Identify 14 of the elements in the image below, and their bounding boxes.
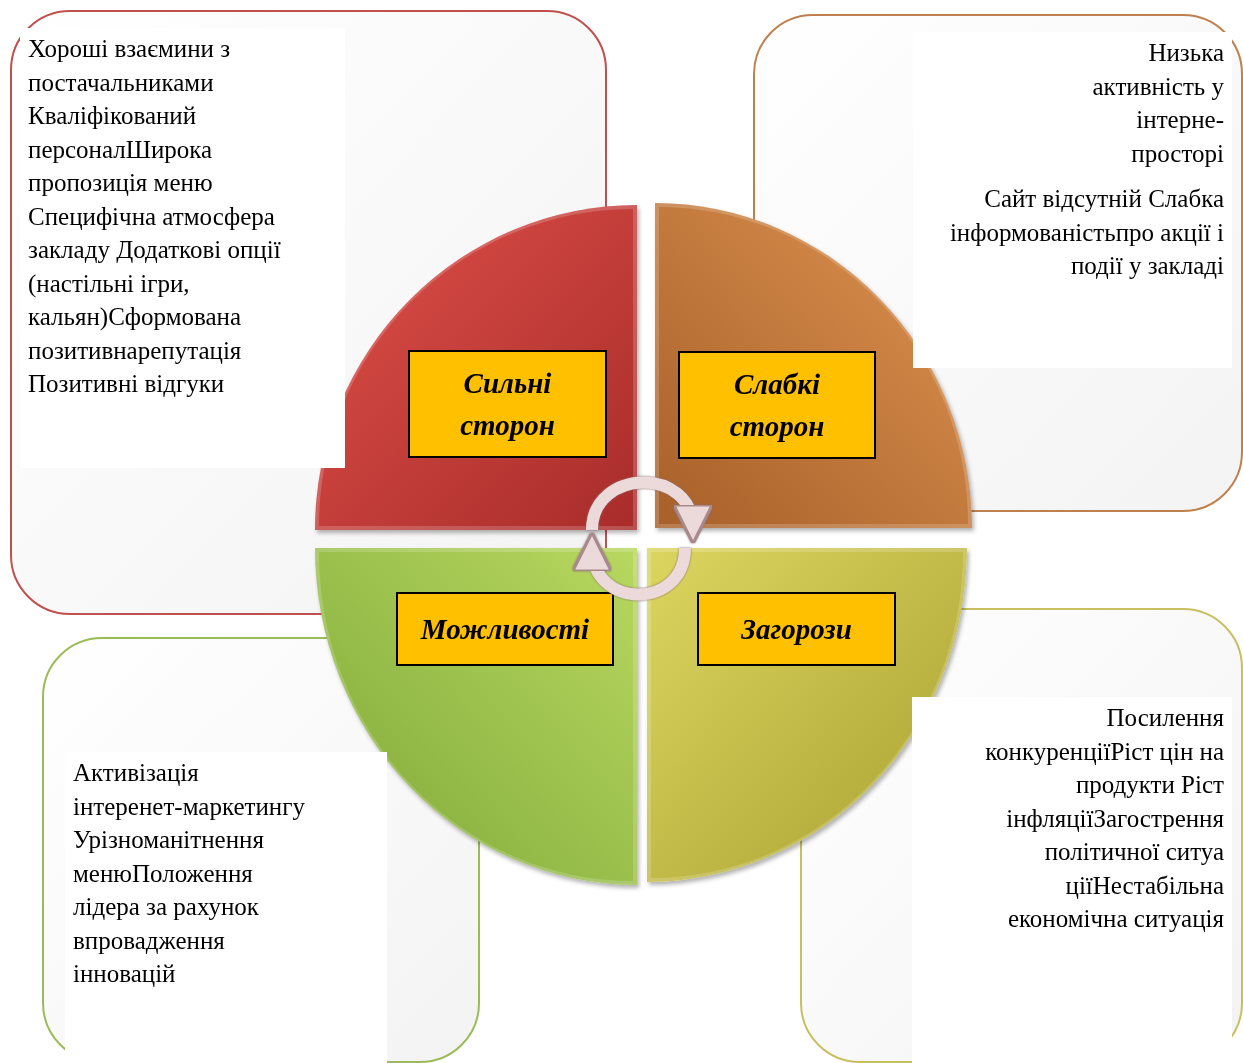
category-label-box: Сильні сторон [408,350,607,458]
category-label-box: Загорози [697,592,896,666]
category-label-box: Можливості [396,592,614,666]
text-card [65,752,387,1063]
swot-item-list: Низька активність у інтерне-просторі [1049,36,1224,170]
swot-item-list: Сайт відсутній Слабка інформованістьпро акції і події у закладі [949,182,1224,283]
text-card [913,32,1232,368]
swot-item-list: Активізація інтеренет-маркетингу Урізноманітнення менюПоложення лідера за рахунок впровадження інновацій [73,756,313,991]
swot-item-list: Хороші взаємини з постачальниками Кваліфікований персоналШирока пропозиція меню Специфічна атмосфера закладу Додаткові опції (настільні ігри, кальян)Сформована позитивнарепутація Позитивні відгуки [28,32,328,401]
curved-arrow [586,476,711,545]
category-label-box: Слабкі сторон [678,351,876,459]
text-card [912,697,1232,1063]
swot-item-list: Посилення конкуренціїРіст цін на продукти Ріст інфляціїЗагострення політичної ситуа ціїНестабільна економічна ситуація [962,701,1224,936]
curved-arrow [574,531,691,601]
